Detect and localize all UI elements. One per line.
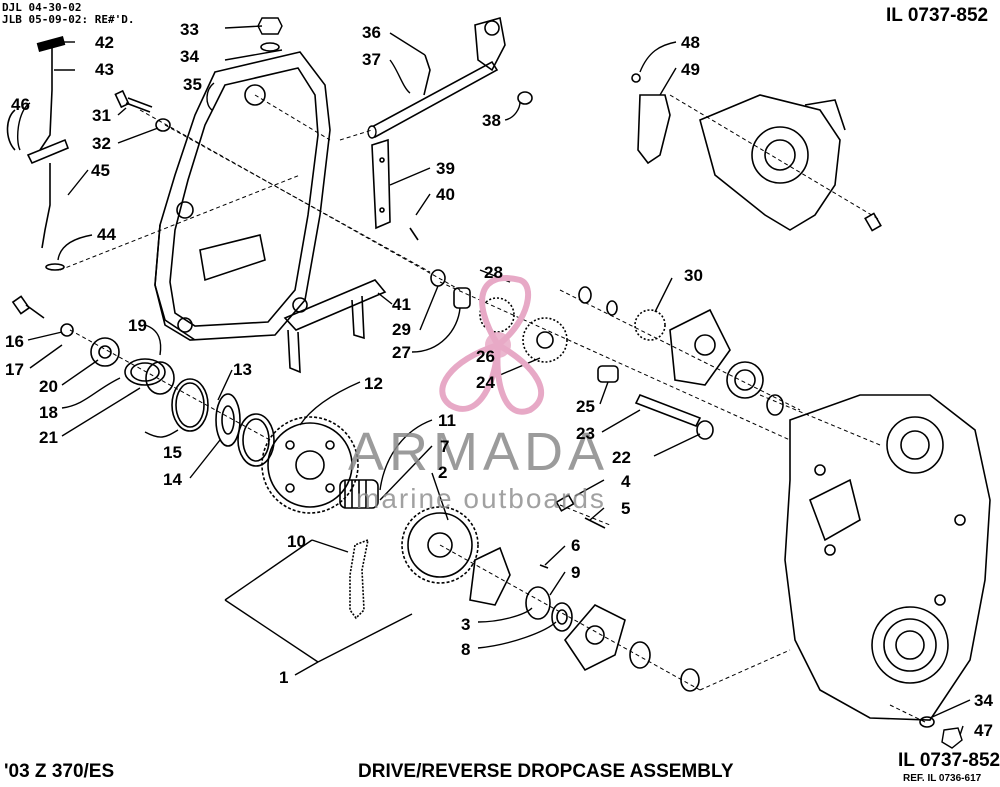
callout-label: 15: [163, 443, 182, 462]
callout-label: 24: [476, 373, 495, 392]
callout-label: 30: [684, 266, 703, 285]
revision-line-2: JLB 05-09-02: RE#'D.: [2, 13, 134, 26]
illustration-number-top: IL 0737-852: [886, 5, 988, 26]
callout-label: 16: [5, 332, 24, 351]
leader-lines: [17, 25, 971, 736]
callout-label: 49: [681, 60, 700, 79]
callout-label: 25: [576, 397, 595, 416]
callout-label: 27: [392, 343, 411, 362]
watermark-tagline: marine outboards: [356, 483, 606, 514]
callout-label: 8: [461, 640, 470, 659]
callout-label: 4: [621, 472, 631, 491]
part-drawings: [6, 16, 991, 749]
callout-label: 5: [621, 499, 630, 518]
callout-label: 41: [392, 295, 411, 314]
callout-label: 21: [39, 428, 58, 447]
callout-label: 14: [163, 470, 182, 489]
callout-label: 39: [436, 159, 455, 178]
callout-label: 32: [92, 134, 111, 153]
callout-label: 19: [128, 316, 147, 335]
callout-numbers: 1 2 3 4 5 6 7 8 9 10 11 12 13 14 15 16 1…: [5, 20, 993, 740]
callout-label: 7: [440, 437, 449, 456]
assembly-title: DRIVE/REVERSE DROPCASE ASSEMBLY: [358, 761, 734, 782]
illustration-number-bottom: IL 0737-852: [898, 750, 1000, 771]
callout-label: 35: [183, 75, 202, 94]
watermark-brand: ARMADA: [348, 422, 609, 482]
callout-label: 34: [974, 691, 993, 710]
callout-label: 40: [436, 185, 455, 204]
callout-label: 10: [287, 532, 306, 551]
callout-label: 44: [97, 225, 116, 244]
revision-line-1: DJL 04-30-02: [2, 1, 81, 14]
propeller-logo-icon: [439, 275, 544, 415]
callout-label: 2: [438, 463, 447, 482]
callout-label: 37: [362, 50, 381, 69]
callout-label: 6: [571, 536, 580, 555]
callout-label: 45: [91, 161, 110, 180]
callout-label: 34: [180, 47, 199, 66]
callout-label: 43: [95, 60, 114, 79]
reference-label: REF. IL 0736-617: [903, 773, 982, 784]
callout-label: 46: [11, 95, 30, 114]
chaincase-cover-shape: [154, 51, 331, 341]
callout-label: 42: [95, 33, 114, 52]
callout-label: 36: [362, 23, 381, 42]
callout-label: 18: [39, 403, 58, 422]
callout-label: 47: [974, 721, 993, 740]
callout-label: 13: [233, 360, 252, 379]
callout-label: 31: [92, 106, 111, 125]
armada-watermark: ARMADA marine outboards: [348, 275, 609, 514]
model-label: '03 Z 370/ES: [4, 761, 114, 782]
callout-label: 28: [484, 263, 503, 282]
callout-label: 1: [279, 668, 288, 687]
callout-label: 20: [39, 377, 58, 396]
callout-label: 11: [438, 411, 456, 430]
callout-label: 29: [392, 320, 411, 339]
callout-label: 33: [180, 20, 199, 39]
callout-label: 48: [681, 33, 700, 52]
callout-label: 23: [576, 424, 595, 443]
callout-label: 38: [482, 111, 501, 130]
callout-label: 17: [5, 360, 24, 379]
callout-label: 12: [364, 374, 383, 393]
callout-label: 22: [612, 448, 631, 467]
callout-label: 9: [571, 563, 580, 582]
callout-label: 26: [476, 347, 495, 366]
callout-label: 3: [461, 615, 470, 634]
